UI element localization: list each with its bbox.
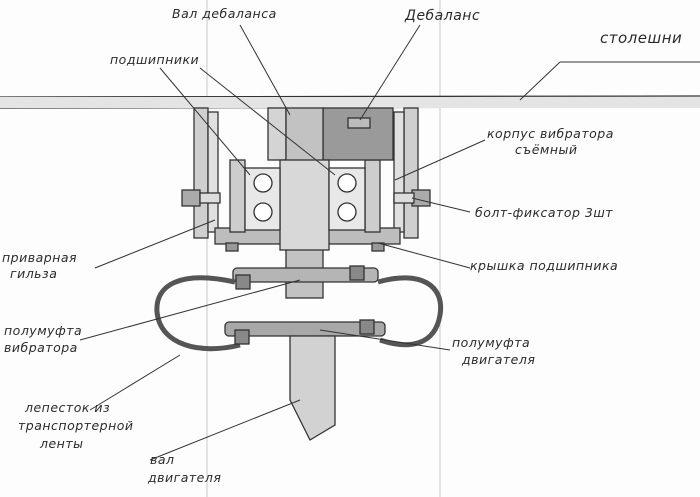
label-motor-coupling-1: полумуфта <box>452 335 531 350</box>
tabletop <box>0 95 700 109</box>
motor-shaft <box>289 335 336 441</box>
label-housing-1: корпус вибратора <box>487 126 614 141</box>
label-vib-coupling-1: полумуфта <box>4 323 83 338</box>
fixing-bolts <box>181 189 431 207</box>
label-debalance-shaft: Вал дебаланса <box>172 6 277 21</box>
vibrator-coupling <box>232 265 379 290</box>
label-fixing-bolt: болт-фиксатор 3шт <box>475 205 614 220</box>
debalance <box>267 107 394 161</box>
label-vib-coupling-2: вибратора <box>4 340 78 355</box>
label-motor-coupling-2: двигателя <box>462 352 536 367</box>
label-sleeve-2: гильза <box>10 266 58 281</box>
label-motor-shaft-1: вал <box>150 452 175 467</box>
label-tabletop: столешни <box>600 29 683 47</box>
label-bearings: подшипники <box>110 52 200 67</box>
label-petal-1: лепесток из <box>25 400 111 415</box>
label-petal-3: ленты <box>40 436 84 451</box>
conveyor-belt-petal <box>154 275 444 352</box>
leader-lines <box>79 24 700 461</box>
label-petal-2: транспортерной <box>18 418 134 433</box>
label-housing-2: съёмный <box>515 142 578 157</box>
label-sleeve-1: приварная <box>2 250 78 265</box>
label-motor-shaft-2: двигателя <box>148 470 222 485</box>
label-bearing-cap: крышка подшипника <box>470 258 619 273</box>
label-debalance: Дебаланс <box>405 8 481 24</box>
shaft-sleeve <box>279 159 330 251</box>
bearings <box>244 167 366 231</box>
